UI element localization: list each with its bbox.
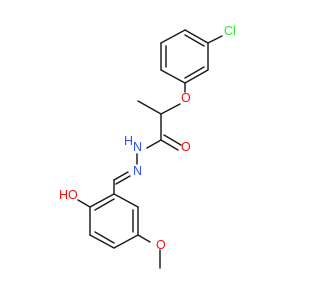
propanoyl-chain — [137, 100, 182, 151]
chlorine-label: Cl — [224, 24, 236, 38]
hydroxyl-label: HO — [59, 188, 78, 202]
amide-nitrogen-label: N — [133, 140, 142, 154]
ether-oxygen-label: O — [181, 91, 191, 105]
bond-c-ome — [137, 234, 151, 243]
chlorophenyl-ring — [160, 29, 209, 84]
amide-hydrogen-label: H — [124, 134, 133, 148]
methoxy-oxygen-label: O — [156, 238, 166, 252]
bond-c-cl — [207, 35, 223, 44]
hydroxyphenyl-ring — [89, 193, 139, 249]
molecule-structure: Cl O O H N N HO O — [59, 24, 236, 269]
hydrazone-linker — [113, 153, 138, 195]
bond-c-oh — [77, 199, 91, 208]
carbonyl-oxygen-label: O — [181, 140, 191, 154]
imine-nitrogen-label: N — [133, 164, 142, 178]
